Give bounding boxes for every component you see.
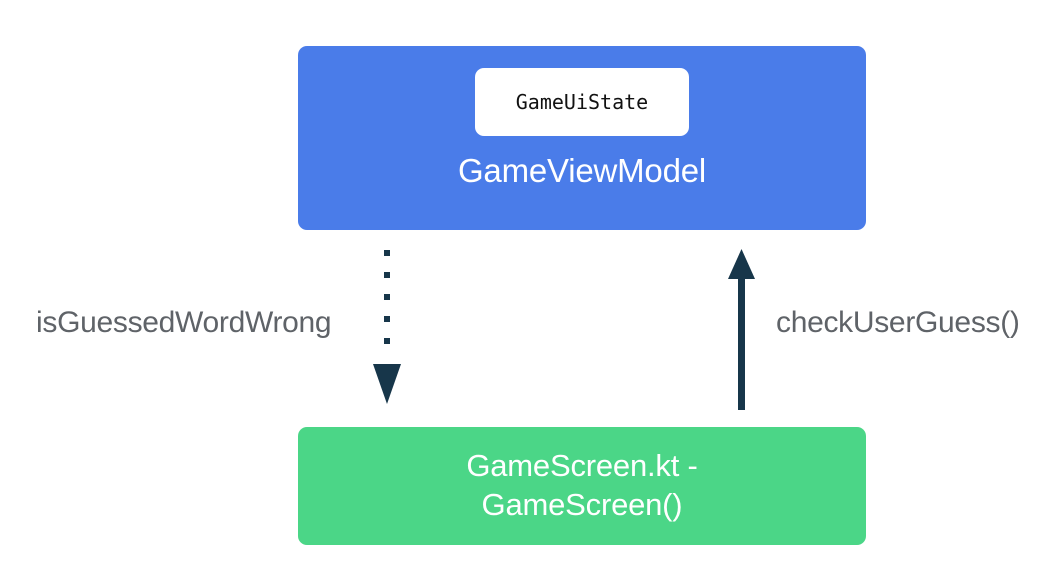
solid-arrow-shaft <box>738 277 745 410</box>
viewmodel-node[interactable]: GameUiState GameViewModel <box>298 46 866 230</box>
dotted-arrowhead <box>373 364 401 404</box>
solid-arrowhead <box>728 249 755 279</box>
solid-up-arrow <box>728 249 755 410</box>
edge-label-is-guessed-word-wrong: isGuessedWordWrong <box>36 306 332 339</box>
edge-label-check-user-guess: checkUserGuess() <box>776 306 1020 339</box>
screen-node-label: GameScreen.kt - GameScreen() <box>466 448 698 522</box>
dotted-down-arrow <box>373 250 401 404</box>
game-ui-state-chip[interactable]: GameUiState <box>475 68 689 136</box>
screen-node[interactable]: GameScreen.kt - GameScreen() <box>298 427 866 545</box>
viewmodel-node-label: GameViewModel <box>457 152 707 189</box>
